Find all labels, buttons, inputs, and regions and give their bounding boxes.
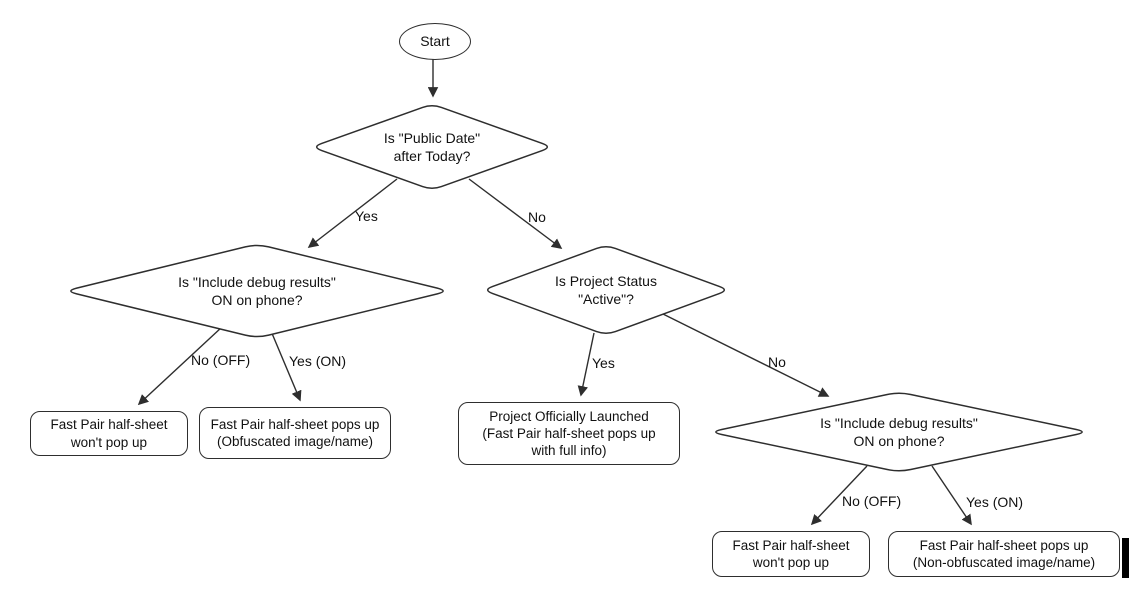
- node-non-obfuscated: Fast Pair half-sheet pops up (Non-obfusc…: [888, 531, 1120, 577]
- edge-public-date-no: [468, 178, 563, 249]
- edge-debug-right-yes: [931, 465, 972, 526]
- node-obfuscated: Fast Pair half-sheet pops up (Obfuscated…: [199, 407, 391, 459]
- node-start-label: Start: [420, 32, 450, 49]
- edge-project-status-yes: [577, 332, 595, 397]
- edge-label-debug-right-yes: Yes (ON): [966, 494, 1024, 510]
- edge-project-status-no: [662, 313, 830, 397]
- edge-label-project-status-yes: Yes: [592, 355, 615, 371]
- edge-public-date-yes: [307, 178, 398, 248]
- node-start: Start: [399, 23, 471, 60]
- node-launched: Project Officially Launched (Fast Pair h…: [458, 402, 680, 465]
- edge-label-project-status-no: No: [768, 354, 786, 370]
- node-no-popup-left: Fast Pair half-sheet won't pop up: [30, 411, 188, 456]
- decision-public-date-shape: [315, 104, 549, 190]
- edge-label-debug-left-yes: Yes (ON): [289, 353, 347, 369]
- edge-label-public-date-yes: Yes: [355, 208, 378, 224]
- edge-label-debug-left-no: No (OFF): [191, 352, 251, 368]
- edge-debug-left-no: [137, 326, 223, 406]
- edge-debug-left-yes: [270, 330, 302, 402]
- edge-label-public-date-no: No: [528, 209, 546, 225]
- edge-label-debug-right-no: No (OFF): [842, 493, 902, 509]
- decision-project-status-shape: [486, 245, 726, 335]
- node-no-popup-right: Fast Pair half-sheet won't pop up: [712, 531, 870, 577]
- edge-debug-right-no: [810, 465, 868, 526]
- decision-debug-left-shape: [70, 244, 444, 338]
- text-cursor-bar: [1122, 538, 1129, 578]
- decision-debug-right-shape: [715, 392, 1083, 472]
